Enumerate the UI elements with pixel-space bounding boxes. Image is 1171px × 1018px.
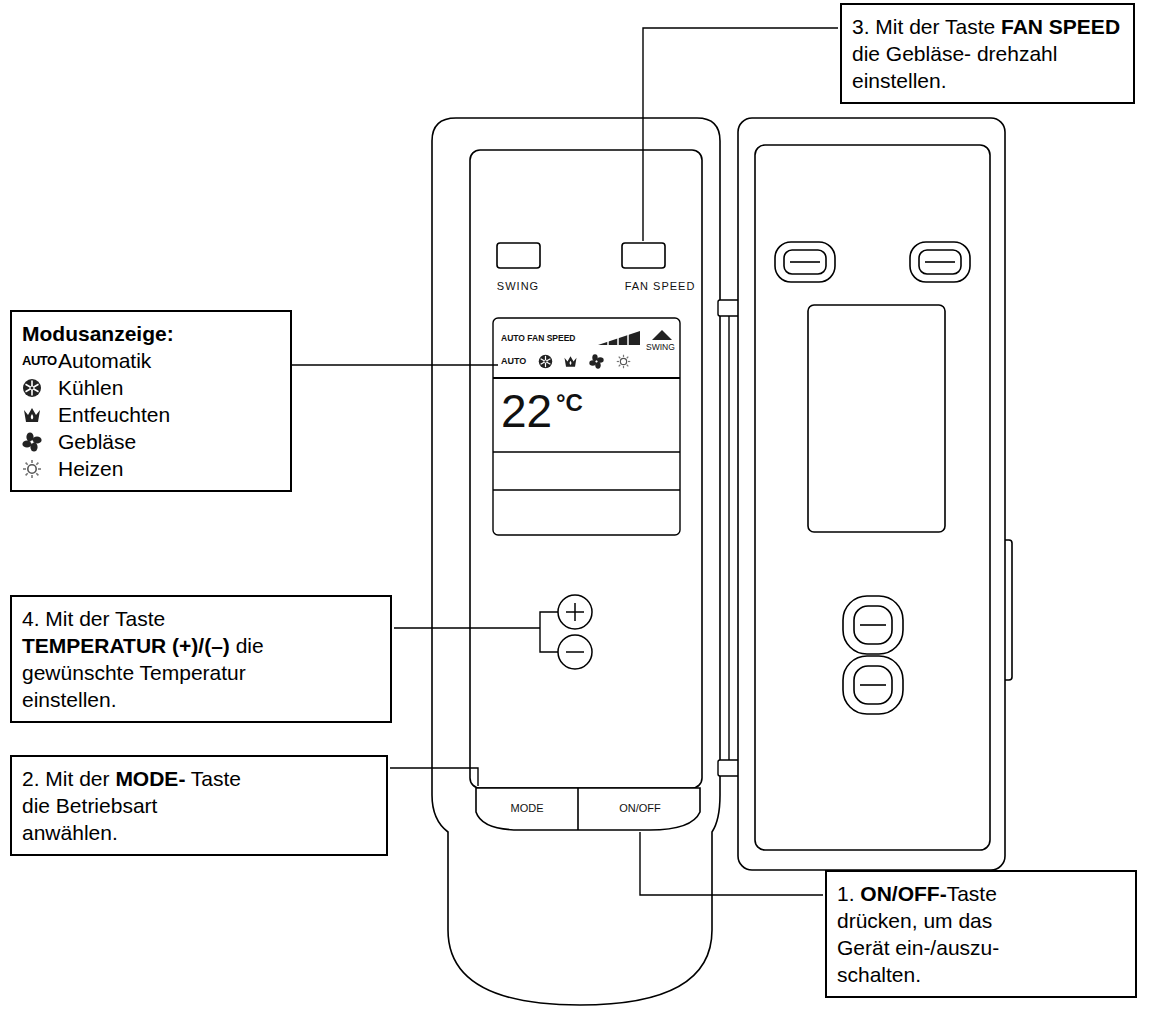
mode-icon (22, 459, 58, 479)
callout-box: 1. ON/OFF-Taste drücken, um das Gerät ei… (825, 870, 1137, 998)
remote-body (432, 118, 720, 1005)
mode-name: Entfeuchten (58, 401, 170, 428)
text-run: 2. Mit der (22, 767, 115, 790)
remote-door (738, 118, 1012, 870)
lcd-display (493, 318, 680, 535)
button-label: MODE (511, 803, 544, 814)
text-run: ON/OFF- (860, 882, 946, 905)
mode-symbol (22, 378, 42, 398)
lcd-temperature: 22 (501, 388, 552, 434)
legend-row: Heizen (22, 455, 280, 482)
text-run: 3. Mit der Taste (852, 15, 1001, 38)
legend-row: Entfeuchten (22, 401, 280, 428)
hinge (718, 300, 740, 776)
text-run: TEMPERATUR (+)/(–) (22, 634, 230, 657)
mode-icon (22, 432, 58, 452)
callout-box: 2. Mit der MODE- Taste die Betriebsart a… (10, 755, 388, 856)
callout-text: 2. Mit der MODE- Taste die Betriebsart a… (22, 765, 250, 846)
text-run: 4. Mit der Taste (22, 607, 165, 630)
legend-row: Kühlen (22, 374, 280, 401)
mode-icon (22, 405, 58, 425)
mode-name: Kühlen (58, 374, 123, 401)
button-label: ON/OFF (619, 803, 661, 814)
mode-legend-box: Modusanzeige:AUTOAutomatikKühlenEntfeuch… (10, 310, 292, 492)
mode-name: Gebläse (58, 428, 136, 455)
legend-heading: Modusanzeige: (22, 320, 280, 347)
text-run: MODE- (115, 767, 185, 790)
callout-box: 4. Mit der Taste TEMPERATUR (+)/(–) die … (10, 595, 392, 723)
text-run: die Gebläse- drehzahl einstellen. (852, 42, 1057, 92)
mode-tag: AUTO (22, 347, 57, 374)
lcd-mode-icons (539, 354, 631, 368)
temperature-buttons (558, 595, 592, 669)
text-run: FAN SPEED (1001, 15, 1120, 38)
mode-name: Automatik (58, 347, 151, 374)
mode-symbol (22, 459, 42, 479)
mode-name: Heizen (58, 455, 123, 482)
lcd-indicator: AUTO FAN SPEED (501, 334, 575, 343)
lcd-indicator: AUTO (501, 357, 526, 366)
mode-icon (22, 378, 58, 398)
mode-symbol (22, 432, 42, 452)
callout-text: 1. ON/OFF-Taste drücken, um das Gerät ei… (837, 880, 1032, 988)
text-run: 1. (837, 882, 860, 905)
callout-box: 3. Mit der Taste FAN SPEED die Gebläse- … (840, 3, 1135, 104)
callout-text: 4. Mit der Taste TEMPERATUR (+)/(–) die … (22, 605, 272, 713)
legend-row: Gebläse (22, 428, 280, 455)
callout-text: 3. Mit der Taste FAN SPEED die Gebläse- … (852, 13, 1123, 94)
lcd-indicator: SWING (646, 343, 675, 352)
button-label: FAN SPEED (625, 281, 696, 292)
button-label: SWING (497, 281, 539, 292)
mode-symbol (22, 405, 42, 425)
mode-icon: AUTO (22, 347, 58, 374)
legend-row: AUTOAutomatik (22, 347, 280, 374)
lcd-unit: °C (556, 391, 583, 415)
